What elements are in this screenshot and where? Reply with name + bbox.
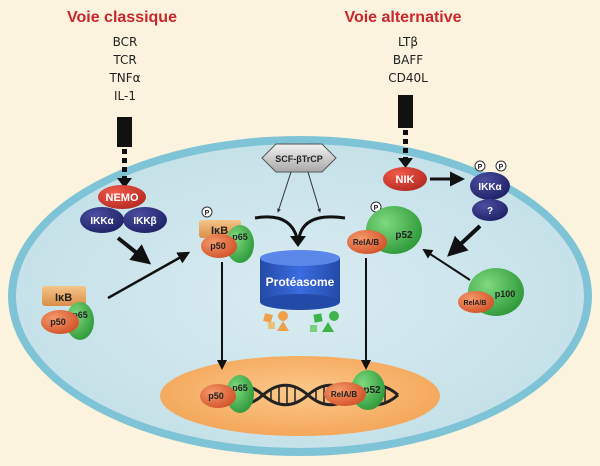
phospho-label: P bbox=[205, 210, 210, 217]
alternative-stimulus: LTβ bbox=[398, 35, 418, 49]
p50-label: p50 bbox=[210, 241, 226, 251]
p65-label: p65 bbox=[232, 383, 248, 393]
nuclear-classic-dimer: p65 p50 bbox=[200, 375, 254, 413]
classic-stimulus: IL-1 bbox=[114, 89, 136, 103]
relab-protein bbox=[324, 382, 366, 406]
p100-complex: p100 RelA/B bbox=[458, 268, 524, 316]
p50-label: p50 bbox=[50, 317, 66, 327]
inactive-nfkb-complex: IκB p65 p50 bbox=[41, 286, 94, 340]
ikk-alpha-alt-complex: P P IKKα ? bbox=[470, 160, 510, 221]
alternative-active-complex: P p52 RelA/B bbox=[347, 201, 422, 254]
unknown-protein bbox=[472, 199, 508, 221]
p65-protein bbox=[226, 375, 254, 413]
p52-label: p52 bbox=[363, 385, 381, 396]
nemo-protein bbox=[98, 185, 146, 209]
relab-protein bbox=[458, 291, 494, 313]
nik-protein bbox=[383, 167, 427, 191]
p50-protein bbox=[201, 234, 237, 258]
classic-stimulus: BCR bbox=[113, 35, 138, 49]
phospho-label: P bbox=[499, 164, 504, 171]
degradation-fragments-icon bbox=[263, 311, 339, 332]
ikb-label: IκB bbox=[55, 292, 72, 304]
arrow-ikk-to-complex bbox=[116, 236, 152, 265]
proteasome-label: Protéasome bbox=[266, 275, 335, 289]
p65-label: p65 bbox=[72, 310, 88, 320]
scf-label: SCF-βTrCP bbox=[275, 154, 323, 164]
unknown-label: ? bbox=[487, 206, 493, 217]
nuclear-alternative-dimer: p52 RelA/B bbox=[324, 370, 385, 410]
phospho-icon bbox=[495, 160, 507, 172]
classic-pathway-title: Voie classique bbox=[67, 9, 177, 26]
phospho-label: P bbox=[374, 205, 379, 212]
scf-hexagon bbox=[261, 143, 337, 173]
nik-label: NIK bbox=[396, 174, 415, 186]
phospho-label: P bbox=[478, 164, 483, 171]
p100-label: p100 bbox=[495, 289, 516, 299]
ikk-alpha-alt-label: IKKα bbox=[478, 182, 502, 193]
p50-protein bbox=[41, 310, 79, 334]
phospho-icon bbox=[201, 206, 213, 218]
arrow-phosphorylation bbox=[107, 251, 191, 300]
ikk-alpha-alt-protein bbox=[470, 172, 510, 200]
classic-stimulus: TNFα bbox=[108, 71, 140, 85]
relab-protein bbox=[347, 230, 387, 254]
arrow-ikk-to-p100 bbox=[447, 224, 482, 257]
arrow-scf-right bbox=[307, 171, 321, 213]
relab-label: RelA/B bbox=[331, 390, 357, 399]
ikk-alpha-protein bbox=[80, 207, 124, 233]
proteasome: Protéasome bbox=[260, 250, 340, 310]
relab-label: RelA/B bbox=[353, 238, 379, 247]
nemo-label: NEMO bbox=[106, 192, 139, 204]
arrow-degradation-left bbox=[254, 215, 299, 239]
alternative-receptor bbox=[398, 95, 413, 128]
alternative-stimulus: CD40L bbox=[388, 71, 428, 85]
ikk-complex: NEMO IKKα IKKβ bbox=[80, 185, 167, 233]
arrow-p100-processing bbox=[422, 248, 471, 281]
arrow-scf-left bbox=[277, 171, 292, 213]
ikb-label: IκB bbox=[211, 225, 228, 237]
classic-receptor bbox=[117, 117, 132, 147]
ikk-beta-label: IKKβ bbox=[133, 216, 156, 227]
arrowhead-icon bbox=[290, 236, 306, 247]
scf-btrcp-complex: SCF-βTrCP bbox=[261, 143, 337, 173]
proteasome-top bbox=[260, 250, 340, 266]
phospho-icon bbox=[474, 160, 486, 172]
classic-stimulus: TCR bbox=[112, 53, 136, 67]
arrowhead-icon bbox=[398, 158, 413, 168]
proteasome-base bbox=[260, 294, 340, 310]
arrowhead-icon bbox=[117, 178, 132, 188]
arrow-degradation-right bbox=[297, 215, 346, 239]
alternative-pathway-title: Voie alternative bbox=[344, 9, 461, 26]
alternative-stimulus: BAFF bbox=[393, 53, 423, 67]
ikb-protein bbox=[42, 286, 86, 306]
p65-label: p65 bbox=[232, 232, 248, 242]
relab-label: RelA/B bbox=[464, 300, 487, 307]
ikk-beta-protein bbox=[123, 207, 167, 233]
phosphorylated-nfkb-complex: P IκB p65 p50 bbox=[199, 206, 254, 263]
p52-label: p52 bbox=[395, 230, 413, 241]
p50-label: p50 bbox=[208, 391, 224, 401]
p50-protein bbox=[200, 384, 236, 408]
ikk-alpha-label: IKKα bbox=[90, 216, 114, 227]
